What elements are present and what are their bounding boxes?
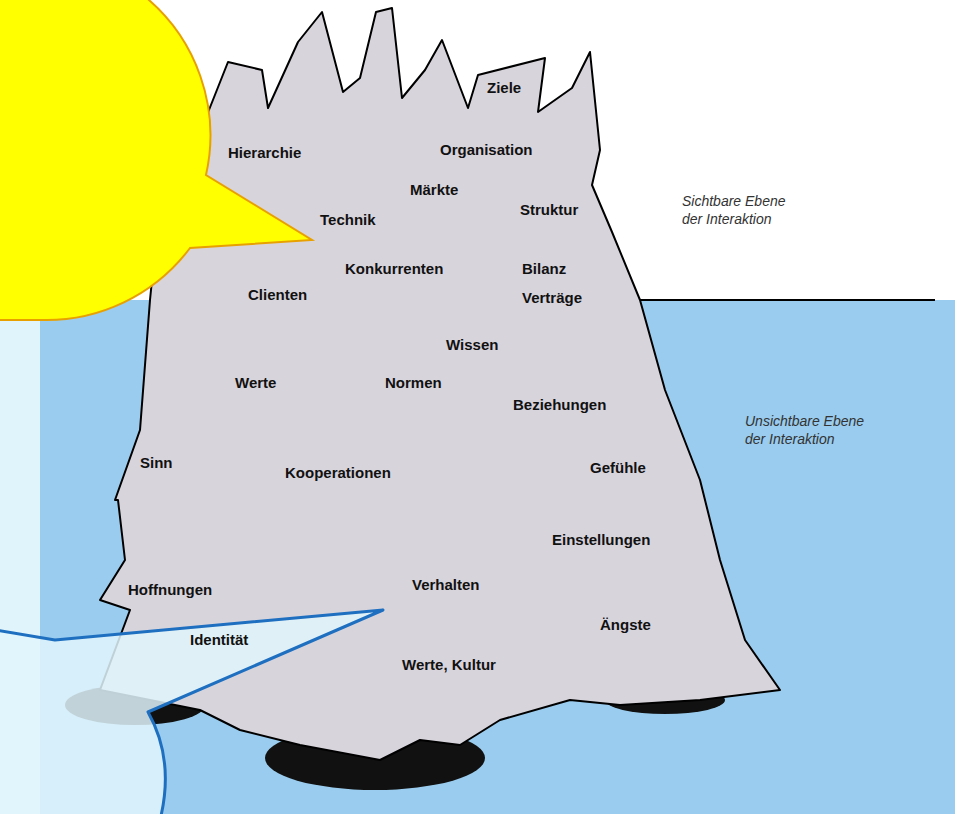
iceberg-term: Identität [190,631,248,649]
left-strip [0,300,40,814]
iceberg-term: Werte [235,374,276,392]
iceberg-term: Technik [320,211,376,229]
yellow-callout [0,0,312,320]
iceberg-term: Konkurrenten [345,260,443,278]
iceberg-term: Organisation [440,141,533,159]
iceberg-term: Hoffnungen [128,581,212,599]
iceberg-term: Struktur [520,201,578,219]
iceberg-term: Einstellungen [552,531,650,549]
blue-callout [0,610,383,814]
iceberg-term: Märkte [410,181,458,199]
iceberg-term: Verhalten [412,576,480,594]
iceberg-shape [100,8,780,760]
iceberg-term: Ziele [487,79,521,97]
iceberg-shadow [605,686,725,714]
iceberg-term: Normen [385,374,442,392]
iceberg-term: Beziehungen [513,396,606,414]
iceberg-term: Wissen [446,336,498,354]
water [40,300,955,814]
iceberg-term: Werte, Kultur [402,656,496,674]
iceberg-term: Kooperationen [285,464,391,482]
water-line [640,299,935,301]
iceberg-term: Ängste [600,616,651,634]
iceberg-term: Hierarchie [228,144,301,162]
iceberg-shadow [65,685,205,725]
iceberg-term: Sinn [140,454,173,472]
iceberg-term: Gefühle [590,459,646,477]
level-label: Unsichtbare Ebene der Interaktion [745,412,870,448]
iceberg-term: Clienten [248,286,307,304]
iceberg-term: Bilanz [522,260,566,278]
iceberg-term: Verträge [522,289,582,307]
level-label: Sichtbare Ebene der Interaktion [682,192,802,228]
iceberg-shadow [265,726,485,790]
